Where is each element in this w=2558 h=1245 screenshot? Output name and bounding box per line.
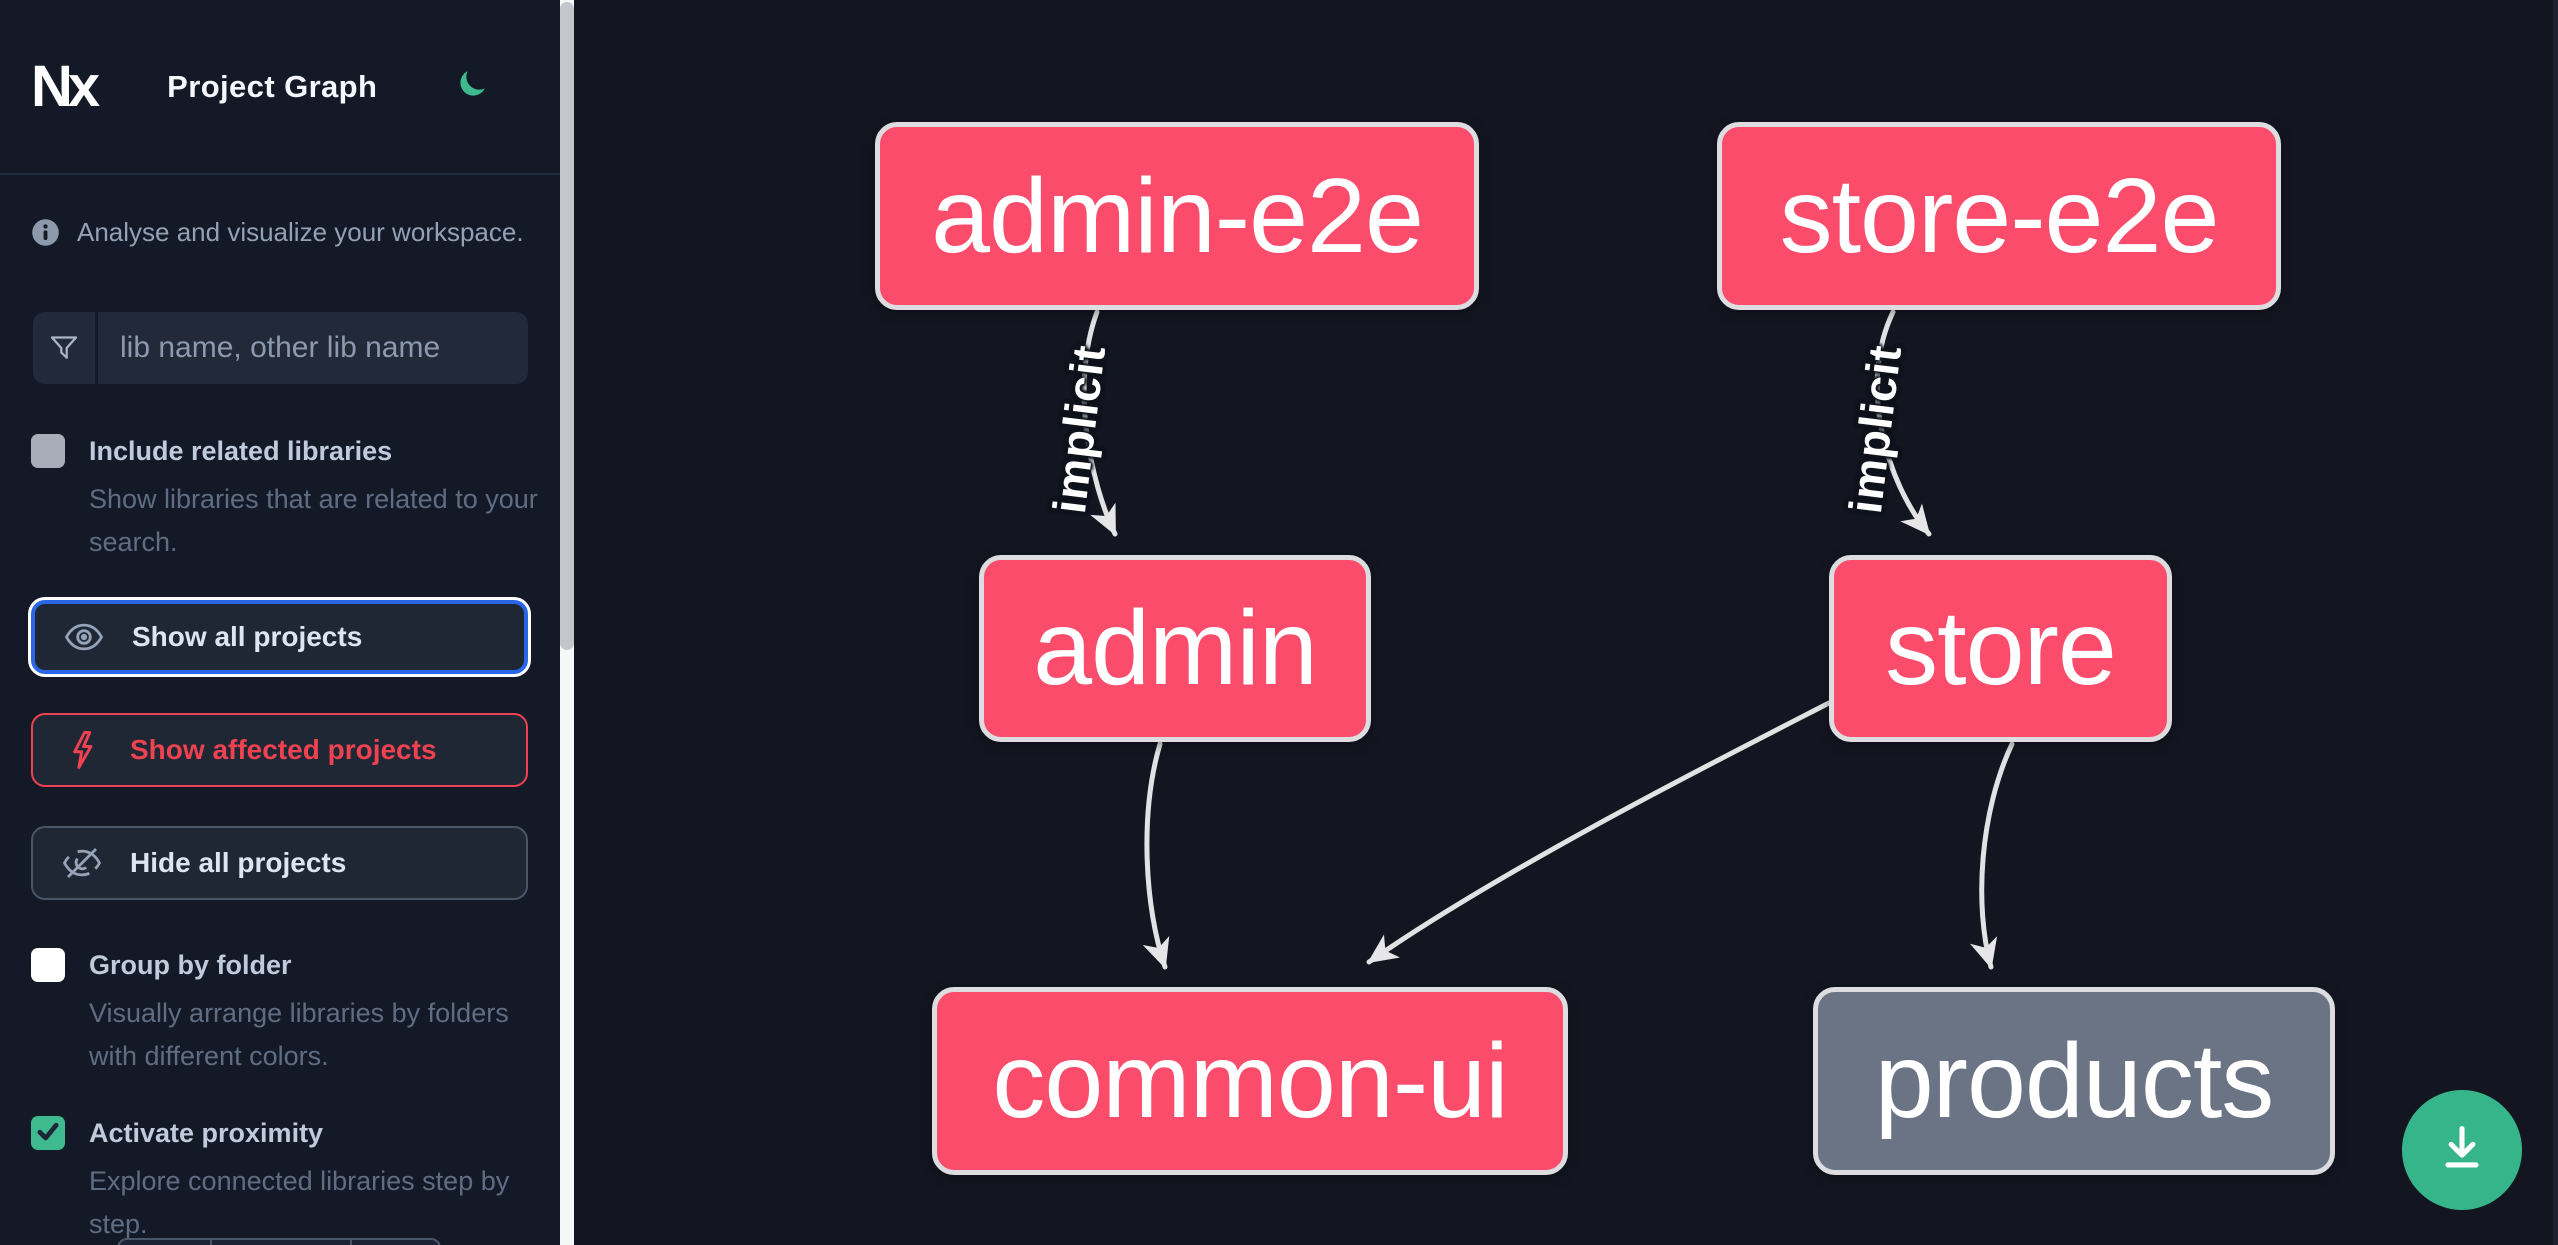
edge-admin-common-ui[interactable] <box>1142 741 1170 970</box>
option-description: Explore connected libraries step by step… <box>89 1166 510 1239</box>
stepper-decrement[interactable] <box>119 1240 210 1245</box>
hide-all-projects-button[interactable]: Hide all projects <box>31 826 528 900</box>
option-description: Show libraries that are related to your … <box>89 484 538 557</box>
include-related-checkbox[interactable] <box>31 434 65 468</box>
node-label: common-ui <box>992 1021 1508 1140</box>
node-label: admin-e2e <box>931 156 1424 275</box>
button-label: Show all projects <box>132 621 363 652</box>
edge-store-e2e-store[interactable] <box>1874 309 1932 537</box>
graph-node-common-ui[interactable]: common-ui <box>932 987 1568 1175</box>
show-all-projects-button[interactable]: Show all projects <box>31 600 528 674</box>
node-label: store-e2e <box>1779 156 2220 275</box>
search-box <box>33 312 528 384</box>
show-affected-projects-button[interactable]: Show affected projects <box>31 713 528 787</box>
node-label: admin <box>1033 589 1318 707</box>
option-description: Visually arrange libraries by folders wi… <box>89 998 509 1071</box>
edges-layer <box>1081 309 2015 970</box>
eye-icon <box>63 616 105 658</box>
button-label: Show affected projects <box>130 734 437 765</box>
node-label: products <box>1874 1021 2275 1140</box>
stepper-value <box>210 1240 350 1245</box>
option-label: Activate proximity <box>89 1117 324 1148</box>
theme-toggle-button[interactable] <box>454 69 490 105</box>
edge-store-products[interactable] <box>1970 741 2015 970</box>
canvas-scrollbar-strip <box>2553 0 2558 1245</box>
check-icon <box>34 1117 62 1150</box>
edge-store-common-ui[interactable] <box>1366 700 1832 965</box>
graph-node-products[interactable]: products <box>1813 987 2335 1175</box>
option-group-by-folder: Group by folder Visually arrange librari… <box>31 948 527 1078</box>
graph-node-store-e2e[interactable]: store-e2e <box>1717 122 2281 310</box>
graph-node-store[interactable]: store <box>1829 555 2172 742</box>
sidebar-scrollbar-track <box>560 0 574 1245</box>
option-label: Group by folder <box>89 949 292 980</box>
graph-node-admin[interactable]: admin <box>979 555 1371 742</box>
option-label: Include related libraries <box>89 435 393 466</box>
sidebar-scrollbar-thumb[interactable] <box>560 2 574 650</box>
info-icon <box>31 218 60 247</box>
eye-off-icon <box>61 842 103 884</box>
nx-logo: Nx <box>31 53 100 119</box>
page-title: Project Graph <box>167 68 378 104</box>
search-input[interactable] <box>98 312 528 384</box>
activate-proximity-checkbox[interactable] <box>31 1116 65 1150</box>
proximity-depth-stepper[interactable] <box>117 1238 441 1245</box>
option-include-related: Include related libraries Show libraries… <box>31 434 538 564</box>
download-icon <box>2433 1119 2491 1182</box>
workspace-tagline: Analyse and visualize your workspace. <box>77 217 524 247</box>
sidebar-header: Nx Project Graph <box>0 0 560 175</box>
stepper-increment[interactable] <box>350 1240 443 1245</box>
download-image-button[interactable] <box>2402 1090 2522 1210</box>
button-label: Hide all projects <box>130 847 347 878</box>
edge-admin-e2e-admin[interactable] <box>1081 309 1118 537</box>
project-graph-canvas[interactable]: implicit implicit admin-e2e store-e2e ad… <box>574 0 2558 1245</box>
option-activate-proximity: Activate proximity Explore connected lib… <box>31 1116 527 1245</box>
sidebar: Nx Project Graph Analyse and visualize y… <box>0 0 560 1245</box>
workspace-tagline-row: Analyse and visualize your workspace. <box>31 217 524 248</box>
group-by-folder-checkbox[interactable] <box>31 948 65 982</box>
bolt-icon <box>61 729 103 771</box>
node-label: store <box>1885 589 2117 707</box>
filter-funnel-icon <box>33 312 98 384</box>
moon-icon <box>454 66 490 107</box>
graph-node-admin-e2e[interactable]: admin-e2e <box>875 122 1479 310</box>
